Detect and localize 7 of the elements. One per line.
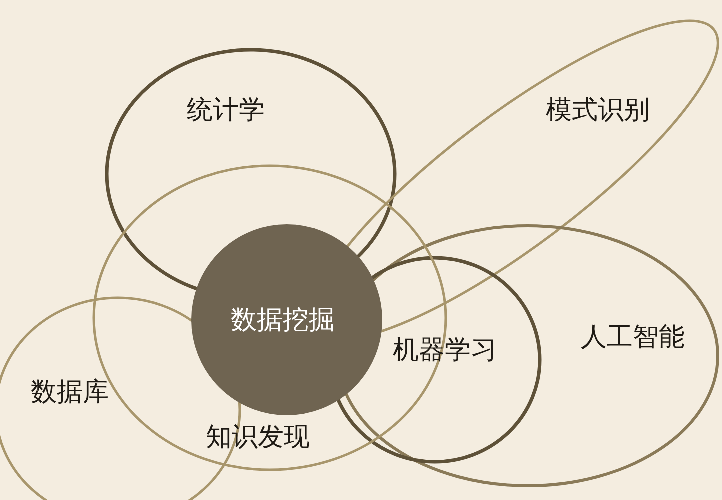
venn-label: 人工智能 [581, 322, 685, 354]
venn-label: 机器学习 [393, 334, 497, 368]
venn-label: 数据挖掘 [231, 304, 335, 338]
venn-label: 模式识别 [546, 94, 650, 128]
venn-label: 知识发现 [206, 422, 310, 454]
venn-label: 统计学 [187, 94, 265, 128]
venn-label: 数据库 [31, 376, 109, 410]
